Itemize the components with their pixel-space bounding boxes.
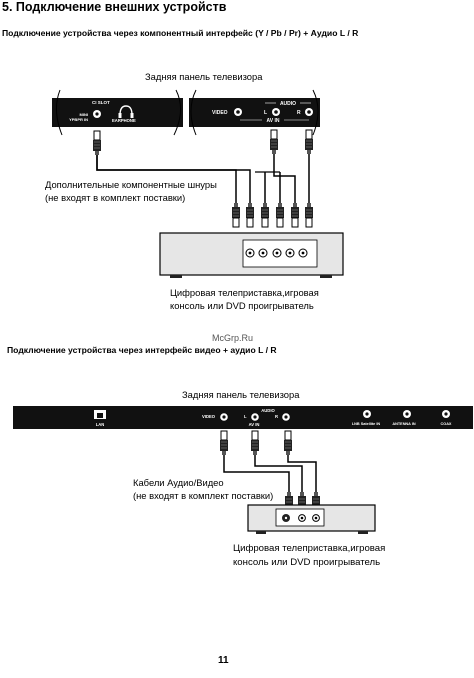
label-earphone: EARPHONE: [112, 118, 136, 123]
label-video: VIDEO: [202, 414, 216, 419]
tv-panel-wide: [13, 406, 473, 429]
rca-plug-icon: [304, 129, 314, 155]
rca-plug-icon: [250, 430, 260, 456]
label-antenna: ANTENNA IN: [392, 422, 416, 426]
jack-center: [222, 415, 226, 419]
rca-plug-icon: [269, 129, 279, 155]
rca-plug-icon: [304, 202, 314, 228]
label-lan: LAN: [96, 422, 105, 427]
label-l: L: [264, 110, 267, 116]
jack-center: [253, 415, 257, 419]
diagram1-heading: Подключение устройства через компонентны…: [2, 28, 359, 38]
label-ypbpr-in: YPBPR IN: [69, 117, 88, 122]
set-top-box: [247, 504, 376, 534]
jack-center: [95, 112, 99, 116]
diagram2-cables: [223, 455, 317, 492]
rca-plug-icon: [290, 202, 300, 228]
label-ci-slot: CI SLOT: [92, 100, 110, 105]
rca-plug-icon: [245, 202, 255, 228]
rca-plug-icon: [231, 202, 241, 228]
rca-plug-icon: [260, 202, 270, 228]
diagram2-cables-caption: Кабели Аудио/Видео (не входят в комплект…: [133, 476, 273, 502]
label-audio: AUDIO: [261, 408, 275, 413]
label-l: L: [244, 414, 247, 419]
label-audio: AUDIO: [280, 101, 296, 107]
caption-line: Дополнительные компонентные шнуры: [45, 179, 217, 190]
diagram2-tv-label: Задняя панель телевизора: [182, 389, 300, 400]
caption-line: (не входят в комплект поставки): [133, 490, 274, 501]
caption-line: консоль или DVD проигрыватель: [170, 300, 314, 311]
diagram1-cables-caption: Дополнительные компонентные шнуры (не вх…: [45, 178, 217, 204]
rca-plug-icon: [92, 130, 102, 156]
diagram1-device-caption: Цифровая телеприставка,игровая консоль и…: [170, 286, 319, 312]
caption-line: Цифровая телеприставка,игровая: [233, 543, 386, 554]
label-video: VIDEO: [212, 110, 228, 116]
jack-center: [284, 415, 288, 419]
rca-plug-icon: [283, 430, 293, 456]
diagram1-tv-label: Задняя панель телевизора: [145, 71, 263, 82]
diagram2-heading: Подключение устройства через интерфейс в…: [7, 345, 277, 355]
page-number: 11: [218, 655, 229, 666]
tv-panel-left: [52, 89, 183, 136]
label-mini: MINI: [80, 112, 88, 117]
earphone-icon: [118, 105, 134, 118]
label-av-in: AV IN: [267, 118, 280, 124]
jack-center: [236, 110, 240, 114]
jack-center: [365, 412, 369, 416]
caption-line: консоль или DVD проигрыватель: [233, 557, 381, 568]
lan-port-icon: [94, 410, 106, 419]
rca-plug-icon: [219, 430, 229, 456]
set-top-box: [159, 232, 344, 278]
caption-line: Кабели Аудио/Видео: [133, 477, 224, 488]
diagram1-cables: [96, 154, 310, 203]
label-r: R: [297, 110, 301, 116]
jack-center: [405, 412, 409, 416]
label-av-in: AV IN: [249, 422, 260, 427]
caption-line: Цифровая телеприставка,игровая: [170, 287, 319, 298]
rca-plug-icon: [275, 202, 285, 228]
label-r: R: [275, 414, 278, 419]
label-coax: COAX: [441, 422, 452, 426]
diagram2-device-caption: Цифровая телеприставка,игровая консоль и…: [233, 542, 385, 570]
jack-center: [274, 110, 278, 114]
section-title: 5. Подключение внешних устройств: [2, 0, 227, 14]
caption-line: (не входят в комплект поставки): [45, 192, 186, 203]
label-lnb: LNB Satellite IN: [352, 422, 381, 426]
jack-center: [444, 412, 448, 416]
jack-center: [307, 110, 311, 114]
watermark: McGrp.Ru: [212, 333, 254, 343]
